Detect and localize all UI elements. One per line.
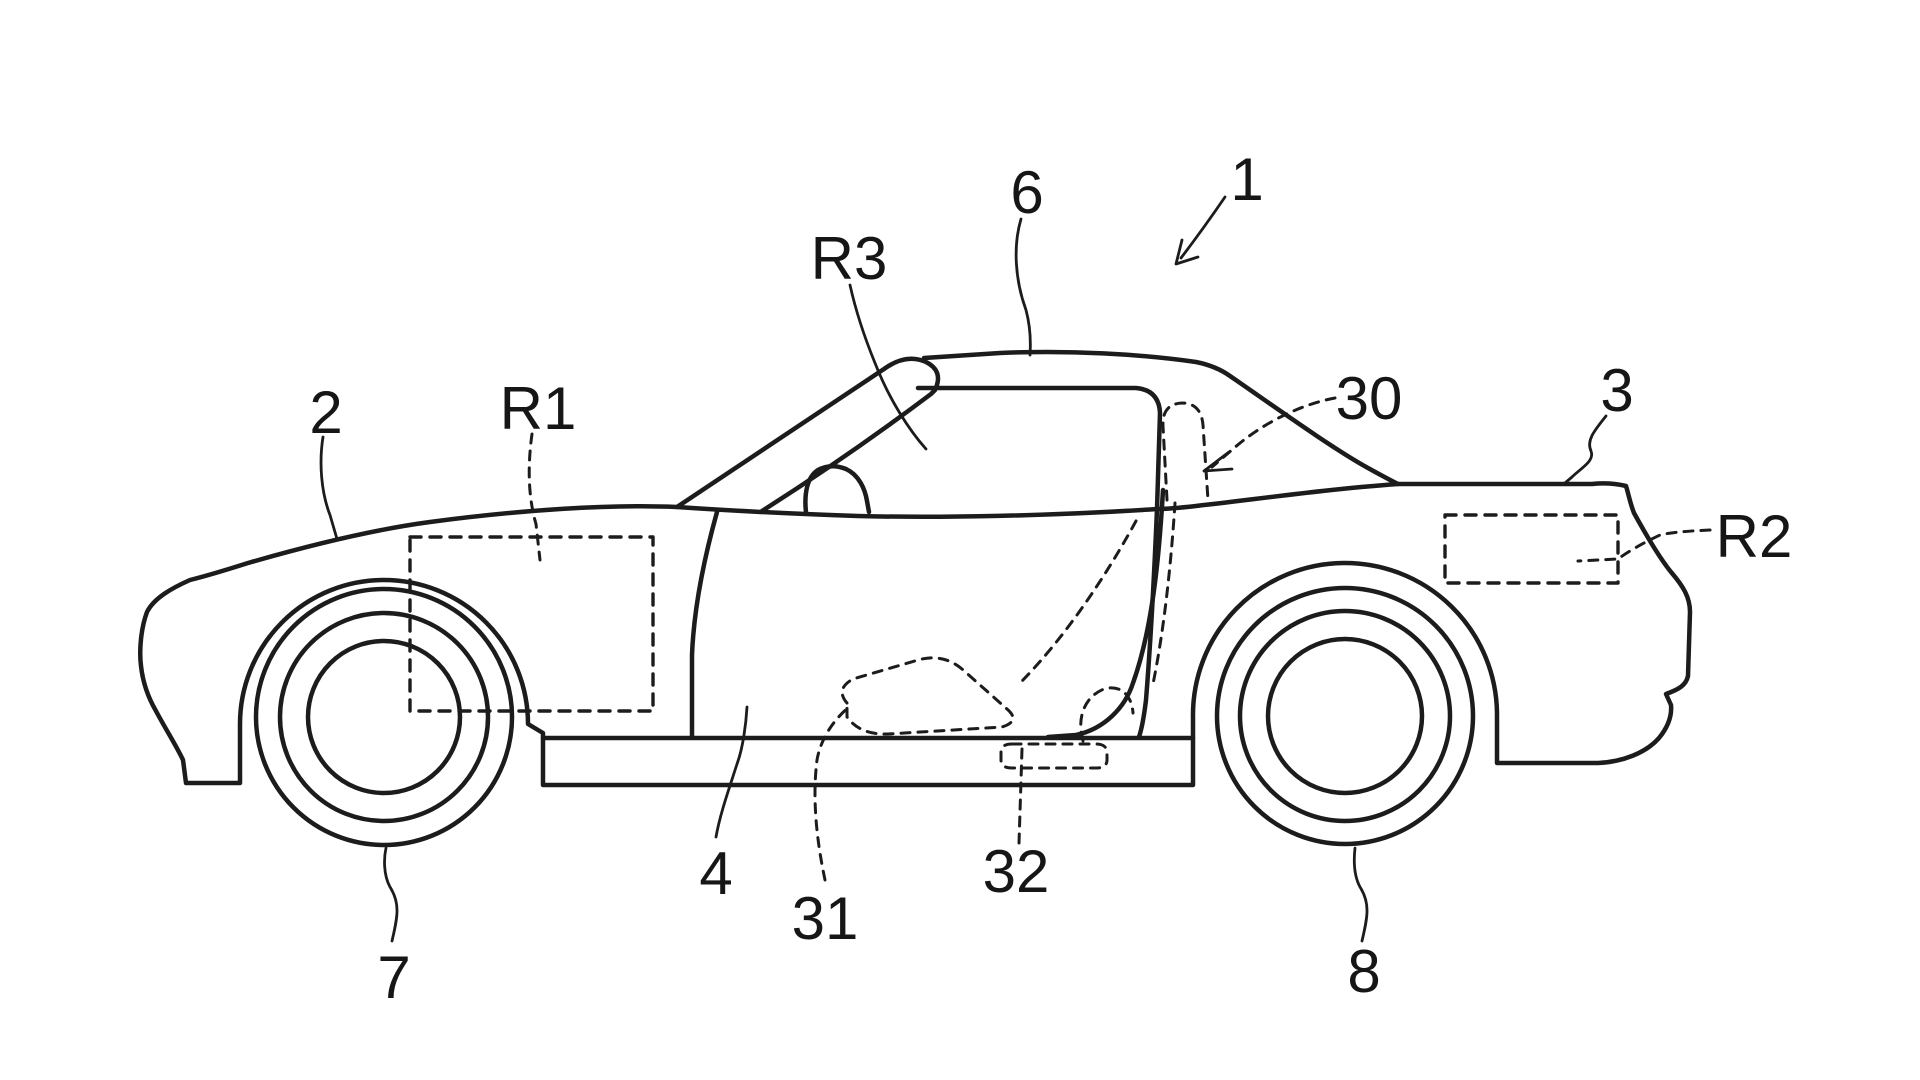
side-mirror	[803, 464, 872, 515]
label-31: 31	[792, 885, 859, 952]
leader-1-arrow	[1179, 195, 1227, 260]
label-32: 32	[983, 838, 1050, 905]
label-6: 6	[1010, 159, 1043, 226]
leader-2	[319, 435, 339, 541]
leader-r2	[1576, 528, 1712, 563]
leader-8	[1352, 846, 1369, 943]
rear-wheel	[1214, 585, 1476, 847]
label-2: 2	[309, 379, 342, 446]
label-4: 4	[699, 840, 732, 907]
seat-cushion-capsule-dashed	[840, 656, 1015, 736]
label-1: 1	[1230, 146, 1263, 213]
leader-32	[1017, 747, 1024, 845]
door-front-edge	[689, 509, 720, 739]
seat-back-dashed-a	[1020, 519, 1138, 683]
rear-tire-outer	[1214, 585, 1476, 847]
rear-tire-inner	[1237, 608, 1453, 824]
seat-headrest-dashed	[1161, 401, 1210, 502]
label-r1: R1	[500, 375, 577, 442]
region-box-r1	[408, 535, 655, 713]
label-7: 7	[377, 944, 410, 1011]
seat-hip-arc-dashed	[1079, 686, 1135, 743]
leader-7	[383, 846, 399, 943]
seat-back-dashed-b	[1151, 501, 1177, 686]
leader-4	[714, 705, 749, 839]
front-tire-inner	[277, 610, 491, 824]
leader-31	[813, 705, 851, 882]
body-silhouette-outline	[138, 481, 1693, 788]
door-window-frame	[915, 385, 1163, 512]
label-r2: R2	[1716, 503, 1793, 570]
leader-lines	[319, 195, 1712, 943]
label-30: 30	[1336, 365, 1403, 432]
leader-6	[1014, 217, 1032, 357]
label-r3: R3	[811, 225, 888, 292]
seat-rail-box-dashed	[999, 742, 1109, 770]
front-tire-outer	[253, 586, 515, 848]
label-3: 3	[1600, 357, 1633, 424]
leader-30	[1210, 396, 1337, 469]
leader-30-arrowhead	[1202, 450, 1234, 473]
leader-3	[1563, 414, 1608, 485]
rear-wheel-rim	[1265, 636, 1425, 796]
soft-top-roof-line	[921, 349, 1401, 487]
seat-back-line	[1045, 487, 1166, 740]
label-8: 8	[1347, 938, 1380, 1005]
region-box-r2	[1443, 513, 1620, 585]
leader-r1	[527, 432, 542, 562]
reference-labels: 1 2 R1 R3 6 30 3 R2 4 31 32 7 8	[309, 146, 1792, 1011]
leader-1-arrowhead	[1174, 238, 1200, 266]
door-rear-edge	[1136, 506, 1160, 740]
dashed-detail-lines	[408, 401, 1620, 770]
leader-r3	[848, 283, 928, 451]
front-wheel-rim	[305, 638, 463, 796]
front-wheel	[253, 586, 515, 848]
car-body	[138, 349, 1693, 788]
